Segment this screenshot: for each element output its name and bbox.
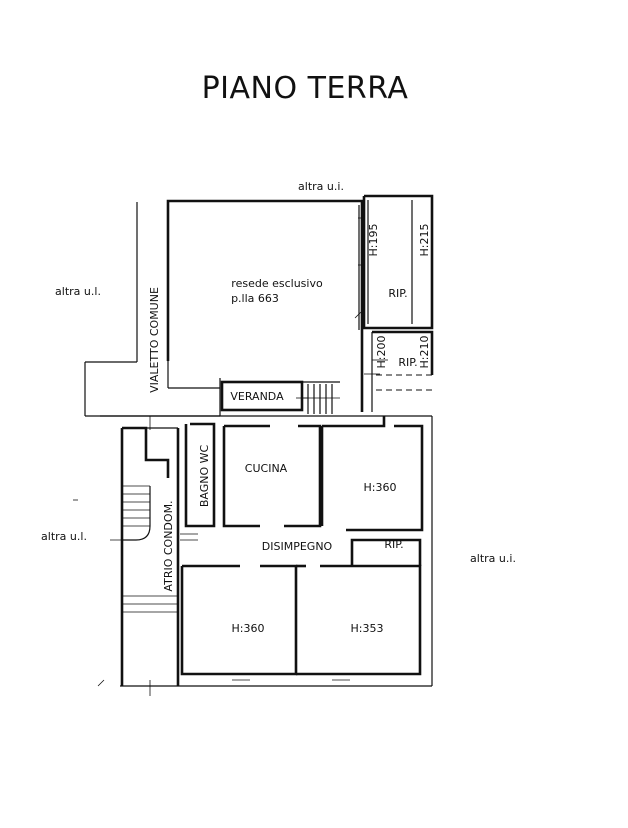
- veranda: [220, 380, 340, 414]
- height-label-215: H:215: [418, 224, 431, 257]
- veranda-label: VERANDA: [230, 390, 284, 403]
- neighbor-label-top: altra u.i.: [298, 180, 344, 193]
- height-label-200: H:200: [375, 336, 388, 369]
- storage-rooms: [362, 194, 434, 412]
- room-height-right: H:360: [364, 481, 397, 494]
- bathroom-label: BAGNO WC: [198, 445, 211, 508]
- room-height-bottom-left: H:360: [232, 622, 265, 635]
- main-building-walls: [73, 415, 433, 696]
- hallway-label: DISIMPEGNO: [262, 540, 333, 553]
- storage-label-top: RIP.: [388, 287, 407, 300]
- storage-label-bottom: RIP.: [384, 538, 403, 551]
- courtyard-label-line1: resede esclusivo: [231, 277, 323, 290]
- neighbor-label-right: altra u.i.: [470, 552, 516, 565]
- room-height-bottom-right: H:353: [351, 622, 384, 635]
- courtyard-walls: [166, 199, 364, 412]
- kitchen-label: CUCINA: [245, 462, 288, 475]
- plan-title: PIANO TERRA: [202, 71, 409, 106]
- neighbor-label-left-lower: altra u.l.: [41, 530, 87, 543]
- height-label-210: H:210: [418, 336, 431, 369]
- neighbor-label-left-upper: altra u.l.: [55, 285, 101, 298]
- courtyard-label-line2: p.lla 663: [231, 292, 279, 305]
- common-path-label: VIALETTO COMUNE: [148, 287, 161, 393]
- height-label-195: H:195: [367, 224, 380, 257]
- storage-label-middle: RIP.: [398, 356, 417, 369]
- condo-atrium-label: ATRIO CONDOM.: [162, 500, 175, 591]
